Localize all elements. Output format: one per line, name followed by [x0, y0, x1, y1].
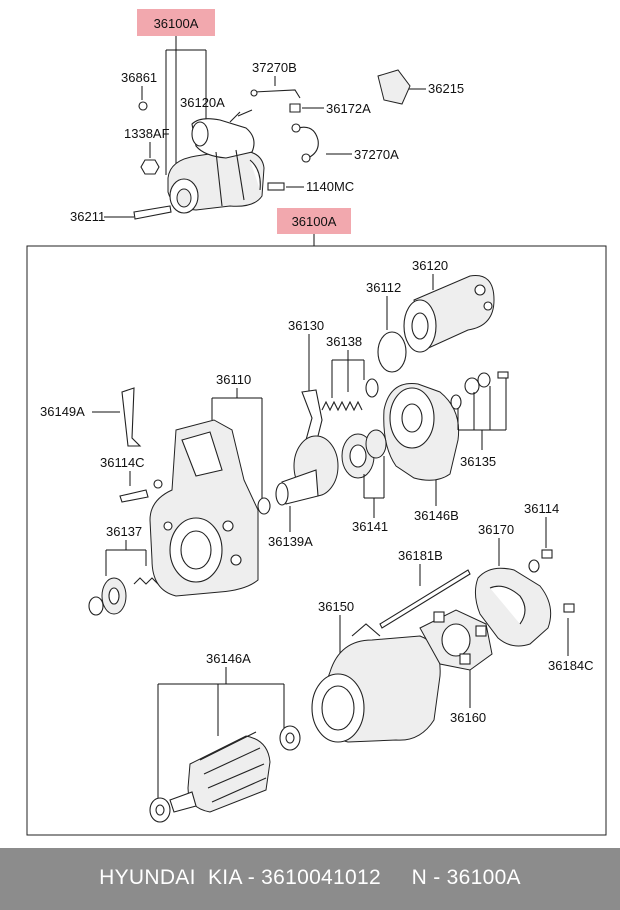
label-1338AF[interactable]: 1338AF	[124, 126, 170, 141]
leader-36135	[457, 378, 507, 450]
part-37270A-cable	[297, 126, 319, 159]
label-36130[interactable]: 36130	[288, 318, 324, 333]
label-36135[interactable]: 36135	[460, 454, 496, 469]
footer-bar: HYUNDAI KIA - 3610041012 N - 36100A	[0, 848, 620, 910]
label-36141[interactable]: 36141	[352, 519, 388, 534]
label-37270B[interactable]: 37270B	[252, 60, 297, 75]
part-36137-pinion	[88, 577, 159, 616]
part-36112-gasket	[377, 331, 407, 373]
part-36114C-washer	[153, 479, 163, 489]
part-36114-bolt	[541, 549, 553, 559]
part-36114-washer	[528, 559, 540, 573]
part-36181B-through-bolt	[379, 569, 471, 629]
part-1338AF-nut	[140, 159, 160, 175]
part-36139A-clutch	[257, 435, 339, 515]
part-36110-housing	[149, 419, 259, 597]
part-36861-ring	[138, 101, 148, 111]
label-36138[interactable]: 36138	[326, 334, 362, 349]
label-36120A[interactable]: 36120A	[180, 95, 225, 110]
part-36184C-screw	[563, 603, 575, 613]
part-36141-gear	[341, 429, 387, 479]
top-assembly-label-box	[137, 9, 215, 36]
label-36150[interactable]: 36150	[318, 599, 354, 614]
label-36137[interactable]: 36137	[106, 524, 142, 539]
leader-36141	[363, 456, 385, 518]
label-36149A[interactable]: 36149A	[40, 404, 85, 419]
part-37270B-end	[250, 89, 258, 97]
label-36146B[interactable]: 36146B	[414, 508, 459, 523]
part-36138-spring	[321, 378, 379, 412]
leader-36137	[105, 540, 147, 576]
label-36160[interactable]: 36160	[450, 710, 486, 725]
leader-36146A	[157, 667, 285, 798]
label-36211[interactable]: 36211	[70, 209, 105, 224]
part-36150-yoke	[311, 623, 441, 743]
label-36215[interactable]: 36215	[428, 81, 464, 96]
label-36184C[interactable]: 36184C	[548, 658, 594, 673]
part-36146B-cover	[383, 383, 460, 481]
part-36114C-bolt	[119, 489, 149, 503]
label-36112[interactable]: 36112	[366, 280, 401, 295]
part-36120-solenoid	[403, 275, 495, 353]
label-36114[interactable]: 36114	[524, 501, 559, 516]
label-36172A[interactable]: 36172A	[326, 101, 371, 116]
label-36114C[interactable]: 36114C	[100, 455, 145, 470]
label-36100A-top: 36100A	[154, 16, 199, 31]
exploded-assembly-label-box	[277, 208, 351, 234]
label-36146A[interactable]: 36146A	[206, 651, 251, 666]
label-36110[interactable]: 36110	[216, 372, 251, 387]
label-36100A-exploded: 36100A	[292, 214, 337, 229]
leader-36110	[211, 388, 263, 498]
part-36135-parts	[450, 371, 509, 410]
label-1140MC[interactable]: 1140MC	[306, 179, 354, 194]
part-36211-bolt	[133, 205, 172, 220]
leader-top-assembly	[165, 36, 207, 175]
part-1140MC-bolt	[267, 182, 285, 191]
label-36861[interactable]: 36861	[121, 70, 157, 85]
footer-part-number: HYUNDAI KIA - 3610041012 N - 36100A	[99, 866, 521, 889]
part-37270A-end2	[301, 153, 311, 163]
label-36120[interactable]: 36120	[412, 258, 448, 273]
parts-diagram: 36100A 36861 36120A 37270B 36215 36172A …	[26, 9, 607, 836]
part-36160-brush-holder	[419, 609, 493, 671]
label-37270A[interactable]: 37270A	[354, 147, 399, 162]
label-36170[interactable]: 36170	[478, 522, 514, 537]
part-36172A-nut	[289, 103, 301, 113]
part-36170-end-frame	[474, 567, 552, 647]
label-36139A[interactable]: 36139A	[268, 534, 313, 549]
part-36215-boot	[377, 69, 411, 105]
starter-motor-assembled	[167, 109, 265, 214]
part-37270B-cable	[253, 89, 301, 99]
label-36181B[interactable]: 36181B	[398, 548, 443, 563]
leader-36138	[331, 350, 365, 398]
part-36146A-armature	[149, 725, 301, 823]
exploded-view-frame	[26, 245, 607, 836]
part-36149A-bracket	[121, 387, 142, 447]
part-37270A-end	[291, 123, 301, 133]
